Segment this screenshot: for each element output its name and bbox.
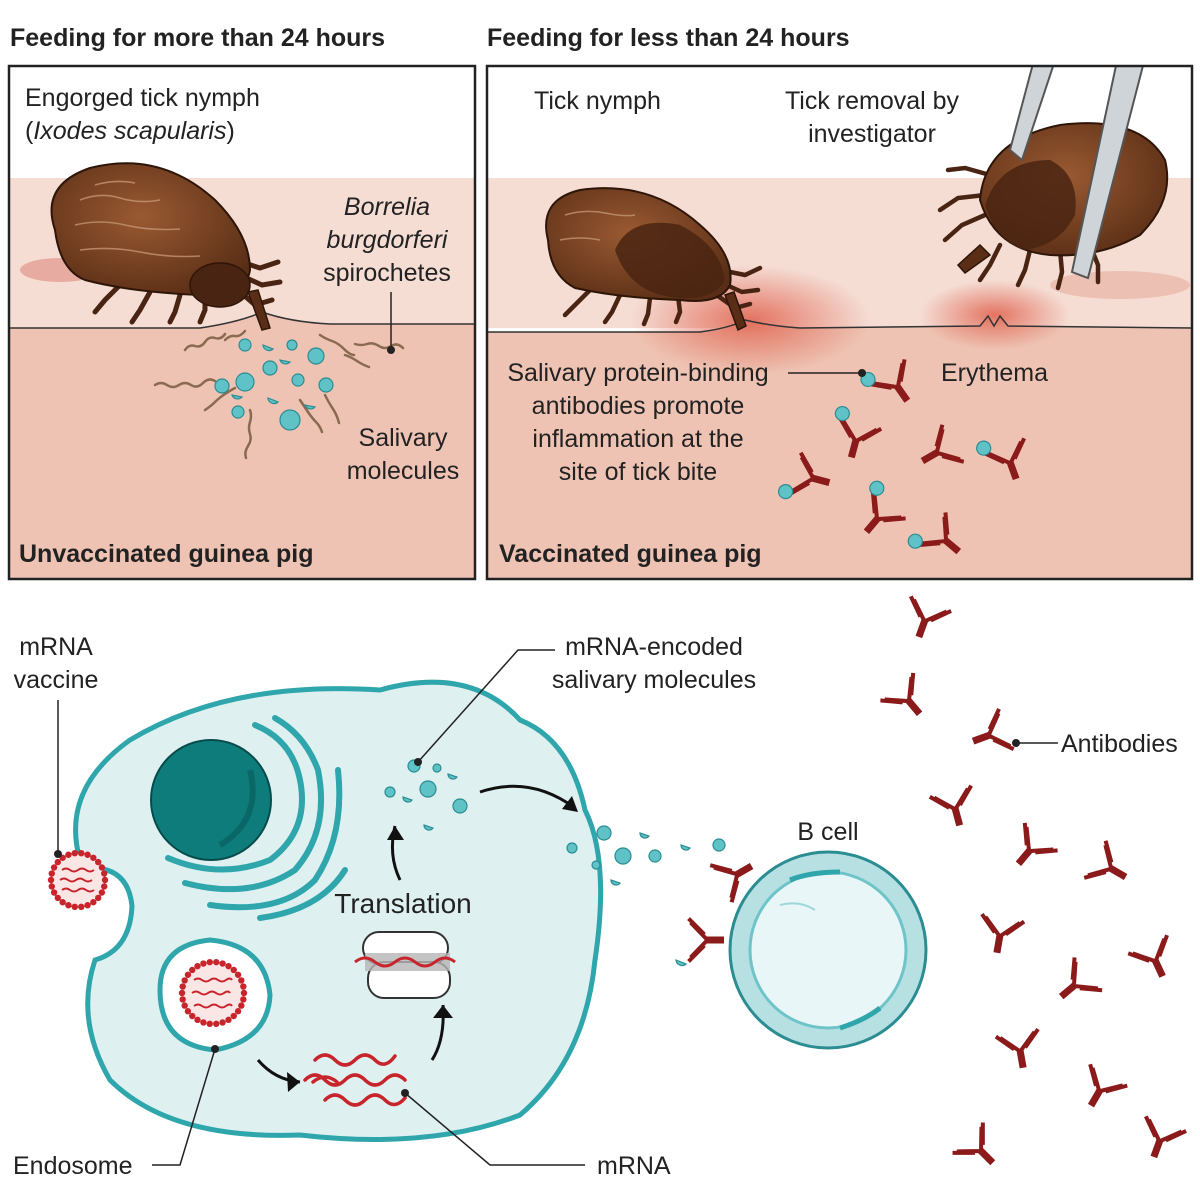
saliva-label-line1: Salivary — [359, 424, 448, 452]
antibody-icon — [994, 1027, 1040, 1069]
engorged-tick — [20, 162, 283, 331]
antibody-icon — [1015, 822, 1058, 867]
ribosome — [354, 931, 456, 999]
left-panel-header: Feeding for more than 24 hours — [10, 24, 385, 52]
tick-label-species: (Ixodes scapularis) — [25, 117, 235, 145]
bcell-label: B cell — [797, 818, 858, 846]
antibody-icon — [880, 672, 923, 717]
antibody-icon — [1058, 957, 1103, 1000]
right-panel-header: Feeding for less than 24 hours — [487, 24, 850, 52]
vaccine-label-line1: mRNA — [19, 633, 93, 661]
spirochete-label-line3: spirochetes — [323, 259, 451, 287]
feeding-tick-nymph — [545, 187, 763, 332]
b-cell — [728, 850, 928, 1050]
callout-lines — [57, 649, 1058, 1166]
skin-dermis — [9, 312, 475, 579]
antibody-icon — [863, 480, 906, 535]
b-cell-receptors — [687, 862, 754, 963]
endosome — [157, 937, 273, 1053]
removal-label-line2: investigator — [808, 120, 936, 148]
antibody-icon — [860, 359, 911, 403]
lipid-dots — [47, 849, 109, 911]
antibody-icon — [920, 424, 965, 465]
arrowheads — [287, 796, 578, 1092]
antibody-label-line4: site of tick bite — [559, 458, 717, 486]
antibody-icon — [777, 451, 831, 500]
antibody-icon — [980, 912, 1026, 954]
mrna-label: mRNA — [597, 1152, 671, 1180]
antibody-icon — [709, 862, 754, 903]
antibody-label-line3: inflammation at the — [532, 425, 743, 453]
antibody-icon — [687, 917, 724, 963]
antibody-icon — [834, 405, 883, 459]
free-antibodies — [880, 595, 1187, 1166]
tick-being-removed — [937, 66, 1169, 291]
antibody-icon — [1144, 1115, 1187, 1159]
spirochete-label-line2: burgdorferi — [327, 226, 449, 254]
antibody-icon — [976, 437, 1026, 481]
antibody-icon — [1127, 934, 1169, 978]
endosome-label: Endosome — [13, 1152, 133, 1180]
spirochete-label-line1: Borrelia — [344, 193, 430, 221]
saliva-label-line2: molecules — [347, 457, 460, 485]
erythema-bite-right — [920, 280, 1070, 350]
tweezers-icon — [1008, 66, 1055, 162]
translation-label: Translation — [334, 888, 471, 919]
antibody-icon — [1087, 1063, 1128, 1108]
antibody-icon — [928, 784, 973, 827]
vaccine-label-line2: vaccine — [14, 666, 99, 694]
removal-label-line1: Tick removal by — [785, 87, 960, 115]
mrna-strands — [303, 1053, 407, 1107]
tick-label-line1: Engorged tick nymph — [25, 84, 260, 112]
antibodies-label: Antibodies — [1061, 730, 1178, 758]
right-panel — [487, 66, 1192, 579]
right-panel-footer: Vaccinated guinea pig — [499, 540, 762, 568]
erythema-label: Erythema — [941, 359, 1048, 387]
tick-nymph-label: Tick nymph — [534, 87, 661, 115]
antibody-icon — [909, 595, 952, 639]
left-panel — [9, 66, 475, 579]
antibody-label-line2: antibodies promote — [532, 392, 745, 420]
encoded-label-line2: salivary molecules — [552, 666, 756, 694]
antibody-icon — [1083, 840, 1128, 881]
salivary-molecules — [214, 338, 334, 431]
encoded-molecules — [384, 759, 691, 886]
spirochetes — [153, 329, 405, 460]
antibody-icon — [952, 1122, 996, 1166]
left-panel-footer: Unvaccinated guinea pig — [19, 540, 314, 568]
panel-antibodies — [777, 359, 1026, 555]
endoplasmic-reticulum — [165, 715, 348, 921]
antibody-icon — [907, 512, 962, 555]
antibody-label-line1: Salivary protein-binding — [507, 359, 768, 387]
encoded-label-line1: mRNA-encoded — [565, 633, 743, 661]
antibody-icon — [971, 708, 1015, 751]
mrna-vaccine-particle — [47, 849, 109, 911]
lipid-dots-endosome — [178, 958, 248, 1028]
